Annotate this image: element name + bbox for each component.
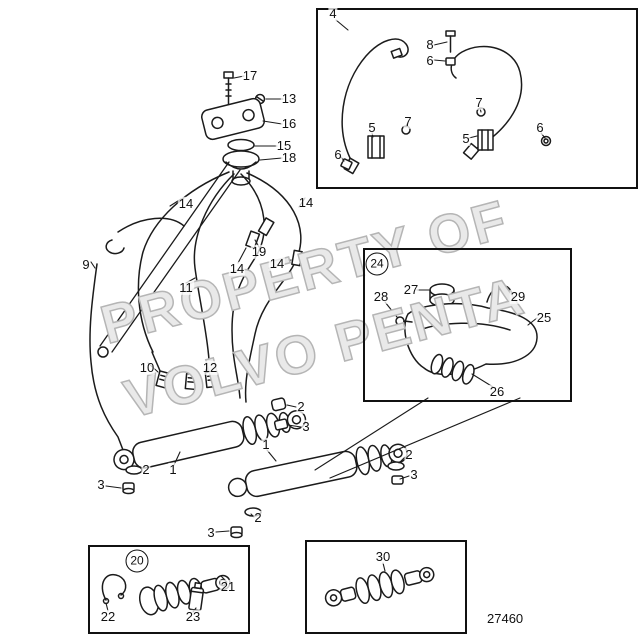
callout-16: 16: [280, 115, 298, 132]
callout-29: 29: [509, 288, 527, 305]
bellows-26: [430, 353, 475, 385]
callout-1: 1: [168, 461, 178, 478]
bellows-30: [324, 566, 435, 607]
callout-17: 17: [241, 67, 259, 84]
callout-6: 6: [333, 146, 343, 163]
callout-19: 19: [250, 243, 268, 260]
callout-25: 25: [535, 309, 553, 326]
callout-18: 18: [280, 149, 298, 166]
fitting-10: [155, 370, 171, 389]
callout-2: 2: [253, 509, 263, 526]
callout-2: 2: [404, 446, 414, 463]
callout-13: 13: [280, 90, 298, 107]
hose-22: [101, 573, 127, 601]
callout-14: 14: [228, 260, 246, 277]
callout-3: 3: [301, 418, 311, 435]
callout-10: 10: [138, 359, 156, 376]
drawing-number: 27460: [487, 611, 524, 626]
callout-14: 14: [177, 195, 195, 212]
callout-7: 7: [474, 94, 484, 111]
inset-box-repair-kit: [88, 545, 250, 634]
callout-4: 4: [328, 5, 338, 22]
callout-28: 28: [372, 288, 390, 305]
cylinder-right: [227, 443, 408, 498]
callout-21: 21: [219, 578, 237, 595]
callout-23: 23: [184, 608, 202, 625]
callout-11: 11: [178, 279, 194, 296]
bracket-16: [200, 97, 266, 141]
nut-right: [391, 475, 404, 485]
cylinder-left: [113, 409, 307, 471]
callout-7: 7: [403, 113, 413, 130]
callout-14: 14: [268, 255, 286, 272]
callout-3: 3: [206, 524, 216, 541]
callout-9: 9: [81, 256, 91, 273]
callout-26: 26: [488, 383, 506, 400]
callout-15: 15: [275, 137, 293, 154]
tiller-18: [222, 150, 260, 168]
inset-box-reservoir: [363, 248, 572, 402]
callout-20: 20: [125, 549, 149, 573]
callout-8: 8: [425, 36, 435, 53]
callout-5: 5: [461, 130, 471, 147]
callout-30: 30: [374, 548, 392, 565]
callout-3: 3: [96, 476, 106, 493]
inset-box-bellows: [305, 540, 467, 634]
callout-1: 1: [261, 436, 271, 453]
callout-2: 2: [296, 398, 306, 415]
inset-box-steering-cables: [316, 8, 638, 189]
callout-12: 12: [201, 359, 219, 376]
callout-3: 3: [409, 466, 419, 483]
callout-22: 22: [99, 608, 117, 625]
callout-24: 24: [365, 252, 389, 276]
nut-6: [445, 57, 456, 66]
washer-right: [387, 461, 405, 471]
callout-14: 14: [297, 194, 315, 211]
callout-6: 6: [425, 52, 435, 69]
callout-5: 5: [367, 119, 377, 136]
callout-6: 6: [535, 119, 545, 136]
callout-27: 27: [402, 281, 420, 298]
callout-2: 2: [141, 461, 151, 478]
